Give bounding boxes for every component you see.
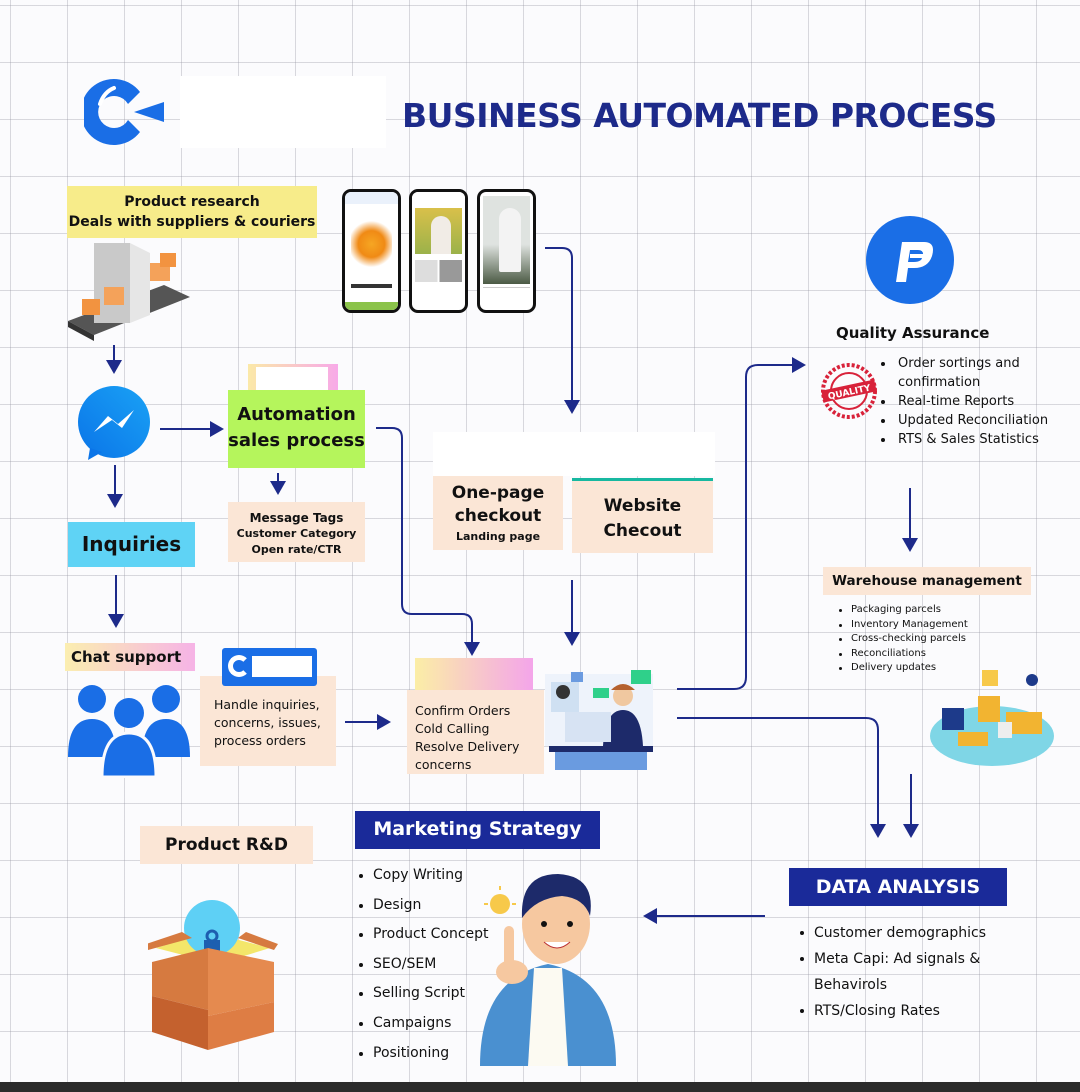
brand-c-small-icon	[228, 655, 250, 677]
call-center-agent-icon	[545, 668, 657, 772]
detail-open-rate: Open rate/CTR	[251, 543, 342, 556]
automation-sales-process-box: Automation sales process	[228, 390, 365, 468]
inquiries-box: Inquiries	[68, 522, 195, 567]
checkout-header-redacted	[433, 432, 715, 476]
warehouse-list: Packaging parcels Inventory Management C…	[836, 603, 968, 676]
logo-wordmark-redacted	[180, 76, 386, 148]
website-line2: Checout	[603, 521, 682, 541]
call-center-tasks-box: Confirm Orders Cold Calling Resolve Deli…	[407, 690, 544, 774]
description-line1: Handle inquiries,	[214, 697, 320, 712]
description-line2: concerns, issues,	[214, 715, 321, 730]
product-rnd-label: Product R&D	[140, 826, 313, 864]
chat-support-label: Chat support	[65, 643, 195, 671]
one-page-line1: One-page	[451, 483, 545, 503]
data-analysis-title: DATA ANALYSIS	[789, 868, 1007, 906]
qa-item: RTS & Sales Statistics	[878, 430, 1068, 449]
marketing-item: Campaigns	[358, 1009, 489, 1039]
one-page-checkout-box: One-page checkout Landing page	[433, 476, 563, 550]
idea-person-icon	[476, 868, 622, 1066]
warehouse-item: Inventory Management	[836, 618, 968, 633]
chat-support-description: Handle inquiries, concerns, issues, proc…	[200, 676, 336, 766]
warehouse-logistics-icon	[928, 656, 1056, 768]
quality-assurance-title: Quality Assurance	[836, 324, 990, 342]
website-checkout-box: Website Checout	[572, 478, 713, 553]
automation-line2: sales process	[228, 430, 365, 451]
description-line3: process orders	[214, 733, 306, 748]
task-resolve-delivery: Resolve Delivery	[415, 739, 520, 754]
qa-item: Updated Reconciliation	[878, 411, 1068, 430]
warehouse-item: Cross-checking parcels	[836, 632, 968, 647]
task-concerns: concerns	[415, 757, 472, 772]
data-analysis-item: RTS/Closing Rates	[798, 998, 1018, 1024]
ad-phone-3	[477, 189, 536, 313]
warehouse-management-title: Warehouse management	[823, 567, 1031, 595]
sourcing-line1: Product research	[124, 194, 260, 210]
idea-box-icon	[146, 892, 278, 1052]
marketing-item: Selling Script	[358, 979, 489, 1009]
data-analysis-list: Customer demographics Meta Capi: Ad sign…	[798, 920, 1018, 1024]
brand-c-logo-icon	[80, 74, 168, 150]
marketing-item: Design	[358, 891, 489, 921]
quality-stamp-icon: QUALITY	[820, 363, 878, 419]
sourcing-line2: Deals with suppliers & couriers	[68, 214, 316, 230]
brand-badge	[222, 648, 317, 686]
ad-phone-2	[409, 189, 468, 313]
task-confirm-orders: Confirm Orders	[415, 703, 511, 718]
qa-item: Order sortings and confirmation	[878, 354, 1068, 392]
sourcing-box: Product research Deals with suppliers & …	[67, 186, 317, 238]
p-arrow-logo-icon	[866, 216, 954, 304]
task-cold-calling: Cold Calling	[415, 721, 490, 736]
marketing-strategy-title: Marketing Strategy	[355, 811, 600, 849]
marketing-item: Copy Writing	[358, 861, 489, 891]
message-tags-box: Message Tags Customer Category Open rate…	[228, 502, 365, 562]
marketing-item: Product Concept	[358, 920, 489, 950]
warehouse-item: Packaging parcels	[836, 603, 968, 618]
marketing-item: Positioning	[358, 1039, 489, 1069]
warehouse-item: Reconciliations	[836, 647, 968, 662]
page-title: BUSINESS AUTOMATED PROCESS	[402, 96, 997, 135]
conveyor-belt-icon	[64, 243, 194, 345]
messenger-icon	[76, 386, 152, 462]
one-page-sub: Landing page	[455, 530, 541, 543]
detail-message-tags: Message Tags	[249, 511, 344, 525]
data-analysis-item: Meta Capi: Ad signals & Behavirols	[798, 946, 1018, 998]
one-page-line2: checkout	[454, 506, 542, 526]
team-users-icon	[66, 683, 192, 779]
data-analysis-item: Customer demographics	[798, 920, 1018, 946]
website-line1: Website	[603, 496, 682, 516]
bottom-bar	[0, 1082, 1080, 1092]
warehouse-item: Delivery updates	[836, 661, 968, 676]
detail-customer-category: Customer Category	[236, 527, 357, 540]
marketing-list: Copy Writing Design Product Concept SEO/…	[358, 861, 489, 1068]
marketing-item: SEO/SEM	[358, 950, 489, 980]
ad-phone-1	[342, 189, 401, 313]
qa-item: Real-time Reports	[878, 392, 1068, 411]
automation-line1: Automation	[237, 404, 356, 425]
quality-assurance-list: Order sortings and confirmation Real-tim…	[878, 354, 1068, 449]
